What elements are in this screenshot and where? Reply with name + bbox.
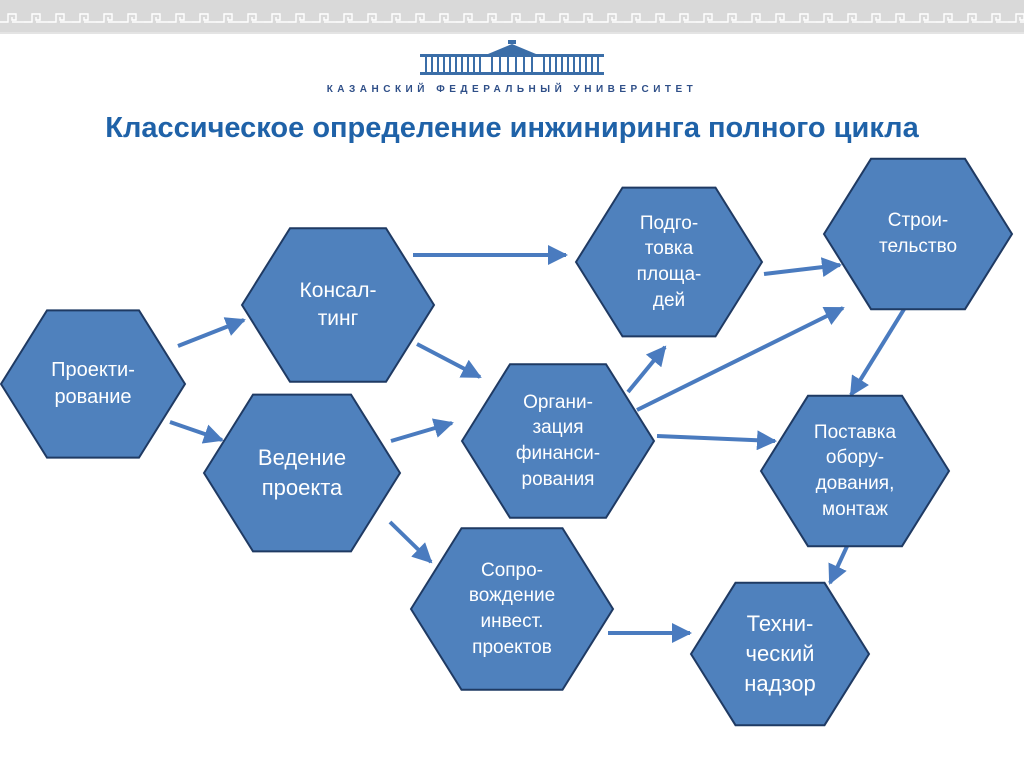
hexagon-consulting <box>240 227 436 383</box>
hexagon-financing <box>460 363 656 519</box>
arrow-financing-to-site_prep <box>626 345 667 394</box>
arrow-equipment-to-supervision <box>828 541 851 585</box>
hexagon-label-construction: Строи- тельство <box>878 210 958 257</box>
hexagon-equipment <box>759 394 951 548</box>
hexagon-label-project_mgmt: Ведение проекта <box>257 445 347 500</box>
arrow-design-to-project_mgmt <box>169 420 224 444</box>
hexagon-label-site_prep: Подго- товка площа- дей <box>636 212 702 311</box>
slide-title: Классическое определение инжиниринга пол… <box>105 112 919 144</box>
greek-key-pattern <box>0 12 1024 24</box>
arrow-financing-to-construction <box>636 306 845 412</box>
arrow-financing-to-equipment <box>656 430 777 451</box>
arrow-consulting-to-financing <box>416 342 482 379</box>
hexagons-layer <box>0 157 1014 727</box>
hexagon-label-support: Сопро- вождение инвест. проектов <box>468 559 556 658</box>
arrow-project_mgmt-to-financing <box>390 418 454 443</box>
hexagon-project_mgmt <box>202 393 402 553</box>
hexagon-support <box>409 527 615 691</box>
arrow-construction-to-equipment <box>849 304 908 397</box>
arrow-project_mgmt-to-support <box>388 520 433 564</box>
hexagon-label-design: Проекти- рование <box>51 358 135 408</box>
hexagon-construction <box>822 157 1014 311</box>
arrow-site_prep-to-construction <box>763 257 842 278</box>
hexagon-label-supervision: Техни- ческий надзор <box>744 611 816 696</box>
university-building-logo <box>420 40 604 75</box>
arrows-layer <box>169 245 908 643</box>
hexagon-label-equipment: Поставка обору- дования, монтаж <box>813 421 897 520</box>
hexagon-label-financing: Органи- зация финанси- рования <box>515 391 601 490</box>
hexagon-supervision <box>689 581 871 727</box>
arrow-design-to-consulting <box>177 317 246 348</box>
hexagon-design <box>0 309 187 459</box>
university-name: КАЗАНСКИЙ ФЕДЕРАЛЬНЫЙ УНИВЕРСИТЕТ <box>326 84 698 95</box>
hexagon-site_prep <box>574 186 764 338</box>
hexagon-label-consulting: Консал- тинг <box>299 278 377 330</box>
